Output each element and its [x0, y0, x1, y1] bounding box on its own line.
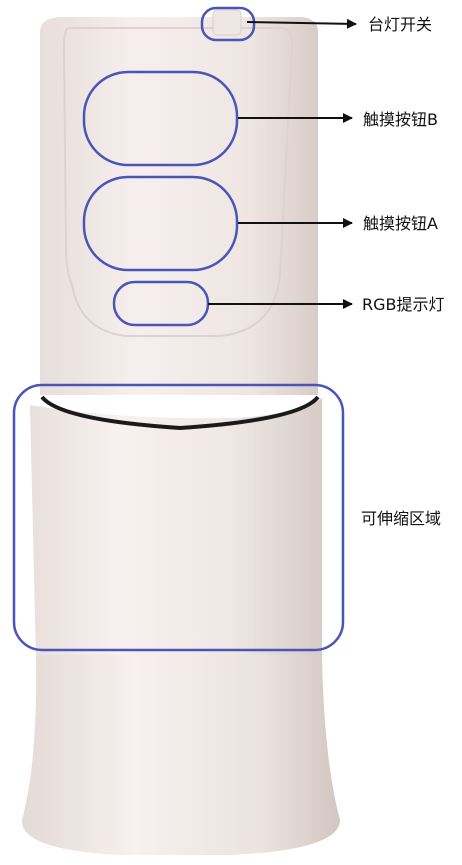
- label-touch-button-b: 触摸按钮B: [363, 110, 438, 129]
- lower-body: [30, 398, 322, 660]
- seal-ring: [40, 395, 320, 431]
- label-touch-button-a: 触摸按钮A: [363, 214, 438, 233]
- face-panel: [62, 27, 294, 337]
- label-lamp-switch: 台灯开关: [368, 15, 433, 34]
- extend-area-highlight: [12, 383, 345, 652]
- base: [21, 655, 340, 855]
- label-extendable-area: 可伸缩区域: [361, 509, 442, 528]
- upper-body: [40, 17, 318, 395]
- label-rgb-light: RGB提示灯: [362, 295, 445, 314]
- switch-arrow: [246, 18, 357, 29]
- touch-button-a-highlight: [82, 175, 239, 272]
- touch-button-b-highlight: [82, 70, 239, 167]
- switch-highlight: [200, 6, 256, 42]
- switch-knob: [212, 9, 242, 36]
